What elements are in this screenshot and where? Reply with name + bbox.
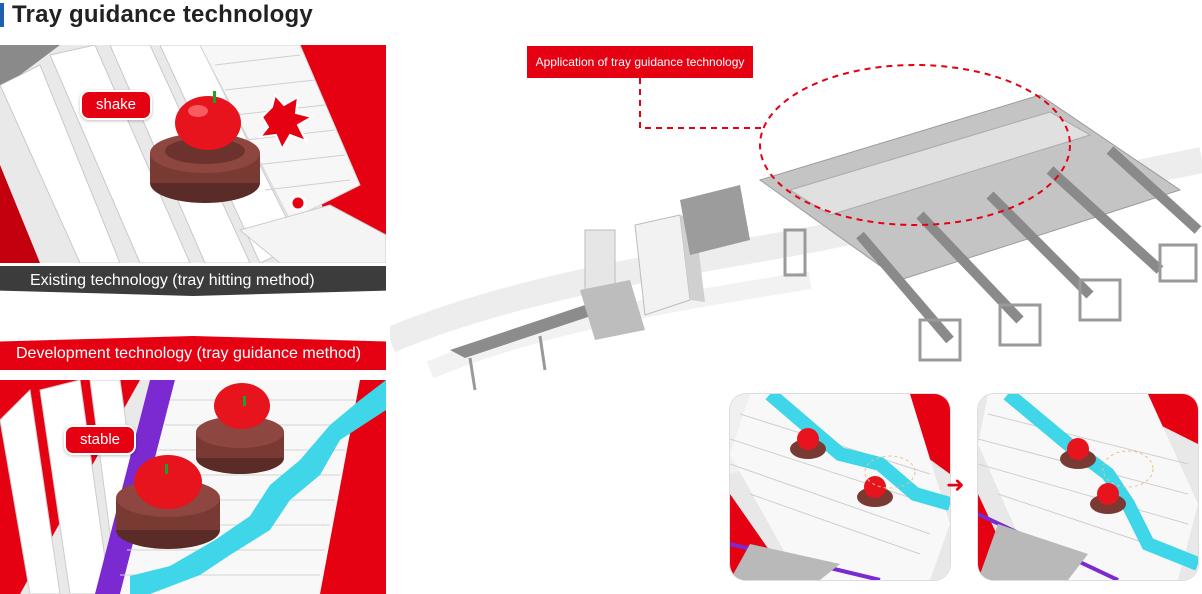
application-label: Application of tray guidance technology xyxy=(527,46,753,78)
stable-badge: stable xyxy=(64,425,137,455)
sorting-machine-overview xyxy=(390,40,1202,400)
closeup-after-guidance xyxy=(978,394,1198,580)
closeup-before-guidance xyxy=(730,394,950,580)
existing-technology-illustration xyxy=(0,45,386,263)
development-technology-caption: Development technology (tray guidance me… xyxy=(0,336,386,370)
page-title: Tray guidance technology xyxy=(12,1,313,28)
existing-technology-caption: Existing technology (tray hitting method… xyxy=(0,266,386,296)
development-technology-illustration xyxy=(0,380,386,594)
shake-badge: shake xyxy=(80,90,153,120)
arrow-right-icon: ➜ xyxy=(946,472,965,497)
title-accent-bar xyxy=(0,3,4,27)
